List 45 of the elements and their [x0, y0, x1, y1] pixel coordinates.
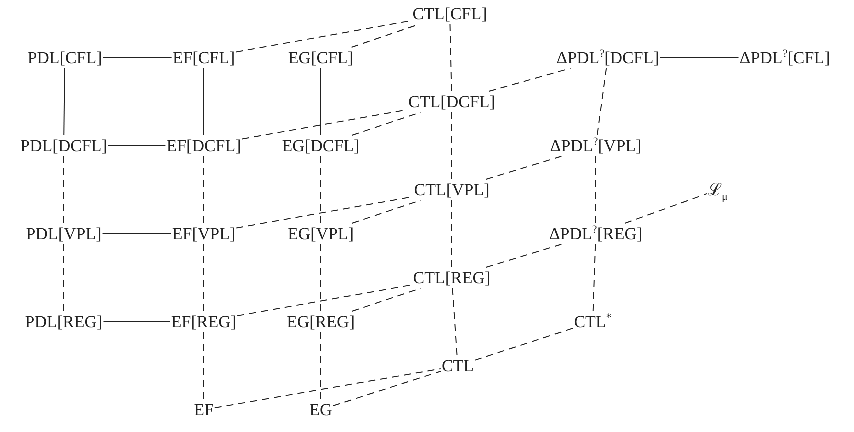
logic-label: CTL[REG] — [412, 268, 492, 288]
connector-line — [624, 193, 708, 224]
logic-label: EF[REG] — [170, 312, 238, 332]
connector-line — [596, 68, 608, 136]
connector-line — [320, 68, 322, 136]
connector-line — [352, 112, 422, 136]
connector-line — [237, 284, 413, 317]
logic-label: CTL$^{*}$ — [573, 312, 613, 332]
logic-label: ℒ$_{μ}$ — [707, 180, 729, 200]
logic-label: EF — [193, 400, 215, 420]
connector-line — [320, 244, 322, 312]
logic-label: ΔPDL$^{?}$[VPL] — [549, 136, 643, 156]
logic-label: EF[CFL] — [172, 48, 236, 68]
connector-line — [488, 68, 572, 92]
logic-label: ΔPDL$^{?}$[CFL] — [738, 48, 832, 68]
logic-label: PDL[VPL] — [25, 224, 103, 244]
logic-label: EG — [308, 400, 334, 420]
connector-line — [486, 244, 562, 268]
connector-line — [452, 288, 458, 356]
connector-line — [352, 288, 422, 312]
logic-label: EF[DCFL] — [166, 136, 242, 156]
logic-label: EG[CFL] — [287, 48, 355, 68]
logic-label: EF[VPL] — [171, 224, 237, 244]
connector-line — [332, 370, 442, 407]
connector-line — [474, 328, 574, 361]
logic-label: EG[VPL] — [286, 224, 356, 244]
connector-line — [352, 200, 422, 224]
logic-label: EG[REG] — [286, 312, 356, 332]
logic-label: CTL — [440, 356, 476, 376]
connector-line — [214, 368, 442, 409]
logic-label: CTL[CFL] — [412, 4, 488, 24]
logic-label: PDL[CFL] — [26, 48, 104, 68]
connector-line — [486, 156, 562, 180]
connector-line — [592, 244, 596, 312]
connector-line — [320, 156, 322, 224]
connector-line — [320, 332, 322, 400]
connector-line — [450, 24, 452, 92]
logic-label: ΔPDL$^{?}$[REG] — [548, 224, 644, 244]
logic-label: ΔPDL$^{?}$[DCFL] — [556, 48, 660, 68]
logic-label: EG[DCFL] — [281, 136, 361, 156]
connector-line — [64, 68, 66, 136]
logic-label: PDL[REG] — [24, 312, 104, 332]
logic-label: PDL[DCFL] — [20, 136, 108, 156]
logic-label: CTL[VPL] — [413, 180, 491, 200]
logic-label: CTL[DCFL] — [408, 92, 496, 112]
